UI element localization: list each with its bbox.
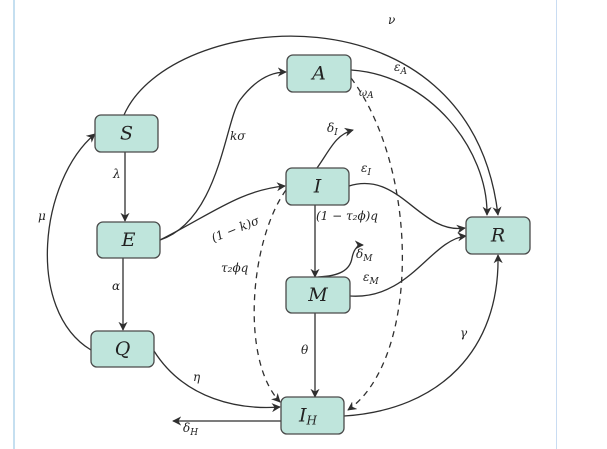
node-M: M: [285, 276, 351, 314]
node-IH-sub: H: [306, 414, 318, 428]
node-I: I: [285, 167, 350, 206]
label-gamma: γ: [460, 326, 468, 340]
label-epsilon-M: εM: [363, 270, 379, 287]
node-A: A: [286, 54, 352, 93]
label-nu: ν: [388, 13, 395, 27]
label-epsilon-M-sub: M: [368, 277, 379, 287]
label-epsilon-A: εA: [394, 60, 407, 77]
label-delta-I-main: δ: [327, 121, 334, 135]
node-Q: Q: [90, 330, 155, 368]
node-IH-main: I: [298, 405, 307, 427]
label-delta-H-main: δ: [183, 421, 190, 435]
label-mu: μ: [38, 209, 46, 223]
label-delta-H-sub: H: [189, 428, 198, 438]
label-epsilon-I-sub: I: [366, 168, 371, 178]
label-epsilon-M-main: ε: [363, 270, 369, 284]
edge-Q-to-S: [46, 133, 96, 351]
edge-E-to-A: [159, 67, 287, 241]
label-one-minus-k-sigma: (1 − k)σ: [209, 213, 261, 245]
label-delta-M: δM: [356, 247, 373, 264]
edge-I-out: [316, 127, 354, 169]
edge-S-to-R: [123, 35, 502, 216]
node-IH-label: IH: [298, 405, 318, 428]
edge-A-to-R: [350, 69, 492, 216]
node-A-label: A: [310, 63, 326, 85]
edge-IH-to-R: [343, 254, 503, 417]
edge-M-to-R: [349, 232, 467, 297]
node-Q-label: Q: [115, 338, 131, 360]
label-epsilon-I: εI: [361, 161, 371, 178]
label-delta-I: δI: [327, 121, 338, 138]
label-epsilon-I-main: ε: [361, 161, 367, 175]
label-one-minus-tau2-phi-q: (1 − τ₂ϕ)q: [316, 209, 378, 223]
label-omega-A-main: ω: [359, 88, 367, 99]
node-R: R: [465, 216, 531, 255]
node-S: S: [94, 114, 159, 153]
label-lambda: λ: [112, 167, 121, 181]
node-E-label: E: [121, 229, 136, 251]
edge-M-out: [317, 240, 364, 278]
node-S-label: S: [120, 123, 133, 145]
edge-A-to-IH: [347, 77, 404, 411]
edge-E-to-I: [159, 182, 286, 241]
node-E: E: [96, 221, 161, 259]
label-delta-I-sub: I: [333, 128, 338, 138]
label-omega-A: ωA: [359, 88, 374, 101]
edge-I-to-R: [348, 183, 466, 234]
node-I-label: I: [313, 176, 322, 198]
label-alpha: α: [112, 279, 120, 293]
label-delta-H: δH: [183, 421, 198, 438]
label-delta-M-sub: M: [362, 254, 373, 264]
label-epsilon-A-sub: A: [399, 67, 407, 77]
node-R-label: R: [490, 225, 505, 247]
label-epsilon-A-main: ε: [394, 60, 400, 74]
label-delta-M-main: δ: [356, 247, 363, 261]
frame-right-border: [556, 0, 557, 449]
edge-I-to-IH: [253, 189, 287, 403]
label-eta: η: [193, 370, 201, 384]
frame-left-border: [13, 0, 15, 449]
node-IH: IH: [280, 396, 345, 435]
label-tau2-phi-q: τ₂ϕq: [221, 261, 249, 275]
label-theta: θ: [301, 343, 309, 357]
label-omega-A-sub: A: [366, 91, 374, 101]
edge-Q-to-IH: [153, 350, 281, 413]
node-M-label: M: [307, 284, 328, 306]
label-k-sigma: kσ: [230, 129, 246, 143]
